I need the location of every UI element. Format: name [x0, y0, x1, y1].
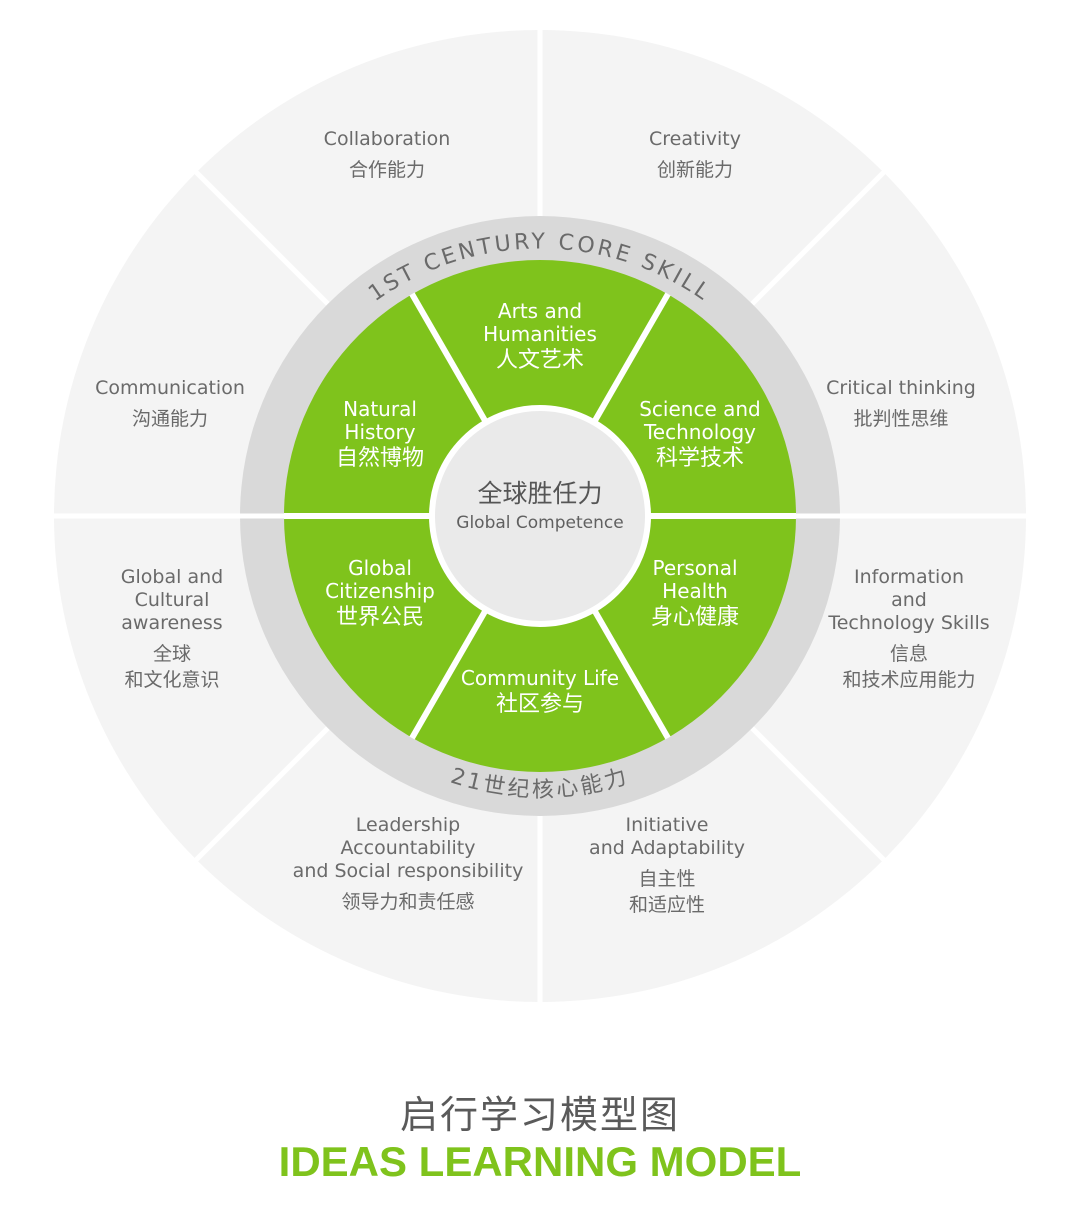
model-title-zh: 启行学习模型图 — [399, 1093, 680, 1137]
skill-leadership: Leadership Accountability and Social res… — [292, 814, 524, 913]
skill-communication: Communication 沟通能力 — [95, 377, 245, 430]
segment-global-citizenship: Global Citizenship 世界公民 — [325, 556, 435, 631]
skill-collaboration: Collaboration 合作能力 — [323, 128, 451, 181]
center-circle — [429, 405, 651, 627]
segment-natural-history: Natural History 自然博物 — [335, 397, 424, 472]
skill-initiative: Initiative and Adaptability 自主性 和适应性 — [589, 814, 745, 916]
model-title-en: IDEAS LEARNING MODEL — [278, 1138, 802, 1185]
segment-personal-health: Personal Health 身心健康 — [650, 556, 739, 631]
center-title-en: Global Competence — [456, 513, 624, 533]
skill-global-cultural-awareness: Global and Cultural awareness 全球 和文化意识 — [120, 566, 224, 691]
outer-dividers — [54, 30, 1026, 1002]
skill-creativity: Creativity 创新能力 — [649, 128, 741, 181]
skill-information-technology: Information and Technology Skills 信息 和技术… — [828, 566, 990, 691]
skill-critical-thinking: Critical thinking 批判性思维 — [826, 377, 976, 430]
segment-community-life: Community Life 社区参与 — [460, 666, 620, 718]
learning-model-diagram: 21ST CENTURY CORE SKILLS 21世纪核心能力 — [0, 0, 1026, 1002]
segment-science-technology: Science and Technology 科学技术 — [639, 397, 761, 472]
center-global-competence: 全球胜任力 Global Competence — [432, 478, 648, 534]
center-title-zh: 全球胜任力 — [477, 479, 603, 508]
segment-arts-humanities: Arts and Humanities 人文艺术 — [483, 299, 597, 374]
